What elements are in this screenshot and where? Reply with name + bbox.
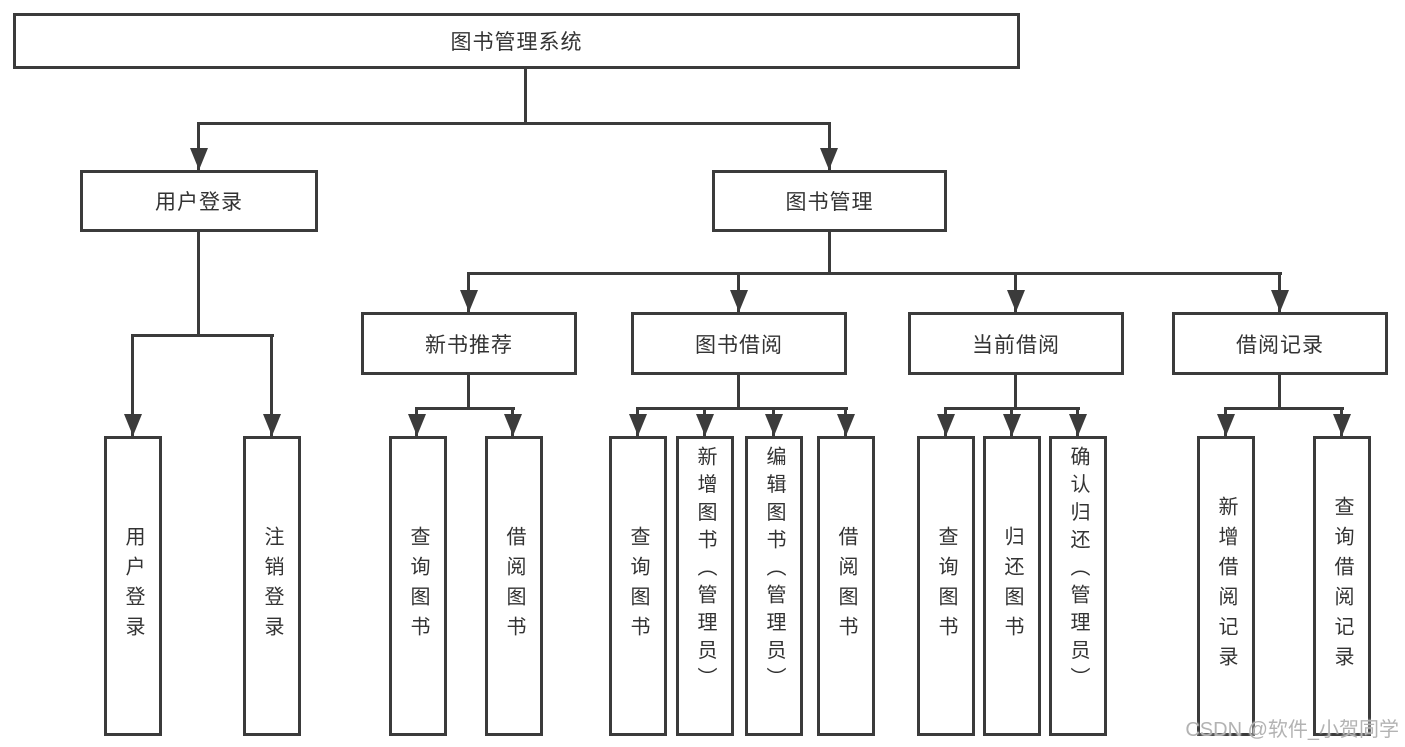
node-new-book-recommend: 新书推荐	[361, 312, 577, 375]
connector-line	[467, 272, 1282, 275]
arrow-down-icon	[1217, 414, 1235, 436]
node-book-borrow: 图书借阅	[631, 312, 847, 375]
leaf-label: 查询图书	[627, 526, 649, 646]
arrow-down-icon	[730, 290, 748, 312]
arrow-down-icon	[1271, 290, 1289, 312]
node-root: 图书管理系统	[13, 13, 1020, 69]
arrow-down-icon	[937, 414, 955, 436]
node-leaf-bb-query-book: 查询图书	[609, 436, 667, 736]
connector-line	[467, 375, 470, 410]
connector-line	[197, 122, 200, 170]
connector-line	[1014, 375, 1017, 410]
arrow-down-icon	[696, 414, 714, 436]
connector-line	[524, 69, 527, 125]
arrow-down-icon	[1333, 414, 1351, 436]
node-user-login-label: 用户登录	[155, 191, 243, 214]
watermark: CSDN @软件_小贺同学	[1185, 719, 1399, 741]
node-current-borrow: 当前借阅	[908, 312, 1124, 375]
node-leaf-bb-add-book: 新增图书（管理员）	[676, 436, 734, 736]
leaf-label: 归还图书	[1001, 526, 1023, 646]
arrow-down-icon	[1069, 414, 1087, 436]
connector-line	[270, 334, 273, 436]
connector-line	[828, 232, 831, 275]
arrow-down-icon	[629, 414, 647, 436]
leaf-label: 用户登录	[122, 526, 144, 646]
leaf-label: 查询图书	[407, 526, 429, 646]
connector-line	[131, 334, 134, 436]
node-borrow-records: 借阅记录	[1172, 312, 1388, 375]
node-leaf-user-login: 用户登录	[104, 436, 162, 736]
node-leaf-bb-edit-book: 编辑图书（管理员）	[745, 436, 803, 736]
arrow-down-icon	[1003, 414, 1021, 436]
connector-line	[1278, 375, 1281, 410]
node-current-borrow-label: 当前借阅	[972, 333, 1060, 357]
node-leaf-logout: 注销登录	[243, 436, 301, 736]
arrow-down-icon	[124, 414, 142, 436]
node-leaf-br-query-record: 查询借阅记录	[1313, 436, 1371, 736]
node-leaf-rec-query-book: 查询图书	[389, 436, 447, 736]
connector-line	[197, 122, 831, 125]
arrow-down-icon	[1007, 290, 1025, 312]
arrow-down-icon	[820, 148, 838, 170]
connector-line	[197, 232, 200, 337]
node-root-label: 图书管理系统	[450, 31, 583, 54]
leaf-label: 查询借阅记录	[1331, 496, 1353, 676]
node-leaf-cb-confirm-return: 确认归还（管理员）	[1049, 436, 1107, 736]
node-book-borrow-label: 图书借阅	[695, 333, 783, 357]
connector-line	[828, 122, 831, 170]
node-leaf-br-add-record: 新增借阅记录	[1197, 436, 1255, 736]
connector-line	[131, 334, 274, 337]
leaf-label: 借阅图书	[835, 526, 857, 646]
leaf-label: 注销登录	[261, 526, 283, 646]
arrow-down-icon	[190, 148, 208, 170]
connector-line	[636, 407, 848, 410]
leaf-label: 借阅图书	[503, 526, 525, 646]
arrow-down-icon	[263, 414, 281, 436]
arrow-down-icon	[408, 414, 426, 436]
arrow-down-icon	[460, 290, 478, 312]
node-leaf-rec-borrow-book: 借阅图书	[485, 436, 543, 736]
connector-line	[415, 407, 515, 410]
node-borrow-records-label: 借阅记录	[1236, 333, 1324, 357]
node-user-login: 用户登录	[80, 170, 318, 232]
arrow-down-icon	[504, 414, 522, 436]
node-book-management: 图书管理	[712, 170, 947, 232]
node-leaf-bb-borrow-book: 借阅图书	[817, 436, 875, 736]
node-leaf-cb-return-book: 归还图书	[983, 436, 1041, 736]
leaf-label: 新增借阅记录	[1215, 496, 1237, 676]
node-leaf-cb-query-book: 查询图书	[917, 436, 975, 736]
arrow-down-icon	[765, 414, 783, 436]
leaf-label: 新增图书（管理员）	[694, 446, 716, 695]
connector-line	[737, 375, 740, 410]
node-book-management-label: 图书管理	[785, 191, 874, 214]
leaf-label: 查询图书	[935, 526, 957, 646]
connector-line	[1224, 407, 1344, 410]
leaf-label: 编辑图书（管理员）	[763, 446, 785, 695]
node-new-book-recommend-label: 新书推荐	[425, 333, 513, 357]
leaf-label: 确认归还（管理员）	[1067, 446, 1089, 695]
arrow-down-icon	[837, 414, 855, 436]
